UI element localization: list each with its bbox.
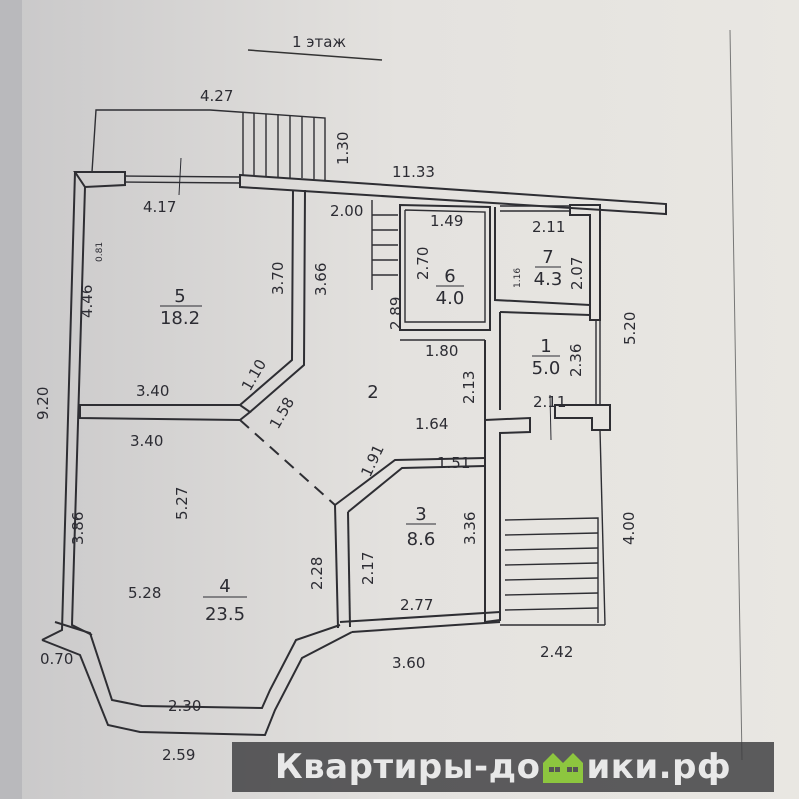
room-number: 7	[542, 247, 553, 268]
dim-label: 0.81	[95, 242, 105, 262]
dim-label: 2.70	[414, 247, 432, 280]
hall-stairs	[371, 200, 398, 290]
dim-label: 2.59	[162, 746, 195, 764]
dim-label: 4.00	[620, 512, 638, 545]
dim-label: 3.70	[269, 262, 287, 295]
porch-stairs	[242, 112, 315, 179]
dim-label: 4.17	[143, 198, 176, 216]
room-2: 2	[367, 382, 378, 403]
dim-label: 5.27	[173, 487, 191, 520]
watermark-text-right: ики.рф	[586, 747, 732, 787]
room-number: 5	[174, 286, 185, 307]
dim-label: 4.46	[78, 285, 96, 318]
dim-label: 2.11	[532, 218, 565, 236]
dim-label: 2.17	[359, 552, 377, 585]
dim-label: 3.40	[130, 432, 163, 450]
watermark-text-left: Квартиры-до	[274, 747, 541, 787]
paper-edge	[0, 0, 22, 799]
room-number: 6	[444, 266, 455, 287]
dim-label: 3.66	[312, 263, 330, 296]
frame-line	[729, 29, 743, 761]
dim-label: 2.00	[330, 202, 363, 220]
room-5: 5 18.2	[160, 286, 202, 329]
dim-label: 1.80	[425, 342, 458, 360]
room-area: 5.0	[532, 358, 561, 379]
walls	[41, 109, 667, 737]
house-logo-icon	[541, 749, 585, 785]
dim-label: 11.33	[392, 163, 435, 181]
dim-label: 2.42	[540, 643, 573, 661]
dim-label: 5.20	[621, 312, 639, 345]
dim-label: 1.64	[415, 415, 448, 433]
title-underline	[247, 49, 383, 61]
dim-label: 2.13	[460, 371, 478, 404]
room-number: 3	[415, 504, 426, 525]
dim-label: 1.51	[437, 454, 470, 472]
dim-label: 1.49	[430, 212, 463, 230]
dim-label: 9.20	[34, 387, 52, 420]
room-area: 4.3	[534, 269, 563, 290]
dim-label: 0.70	[40, 650, 73, 668]
room-area: 4.0	[436, 288, 465, 309]
dim-label: 3.60	[392, 654, 425, 672]
dim-label: 3.36	[461, 512, 479, 545]
dim-label: 2.30	[168, 697, 201, 715]
room-number: 4	[219, 576, 230, 597]
dim-label: 3.86	[69, 512, 87, 545]
watermark-banner: Квартиры-до ики.рф	[232, 742, 774, 792]
plan-title: 1 этаж	[292, 33, 346, 51]
dim-label: 2.36	[567, 344, 585, 377]
dim-label: 2.89	[387, 297, 405, 330]
room-6: 6 4.0	[436, 266, 465, 309]
room-4: 4 23.5	[203, 576, 247, 625]
room-number: 2	[367, 382, 378, 403]
porch	[91, 109, 326, 180]
room-3: 3 8.6	[406, 504, 436, 550]
room-area: 23.5	[205, 604, 245, 625]
room-number: 1	[540, 336, 551, 357]
entrance-stairs	[504, 517, 599, 623]
dim-label: 2.77	[400, 596, 433, 614]
dim-label: 2.28	[308, 557, 326, 590]
dim-label: 3.40	[136, 382, 169, 400]
room-area: 18.2	[160, 308, 200, 329]
room-area: 8.6	[407, 529, 436, 550]
dim-label: 5.28	[128, 584, 161, 602]
dim-label: 1.30	[334, 132, 352, 165]
dim-label: 1.16	[513, 268, 523, 288]
room-1: 1 5.0	[532, 336, 561, 379]
dim-label: 2.07	[568, 257, 586, 290]
dim-label: 4.27	[200, 87, 233, 105]
room-7: 7 4.3	[534, 247, 563, 290]
